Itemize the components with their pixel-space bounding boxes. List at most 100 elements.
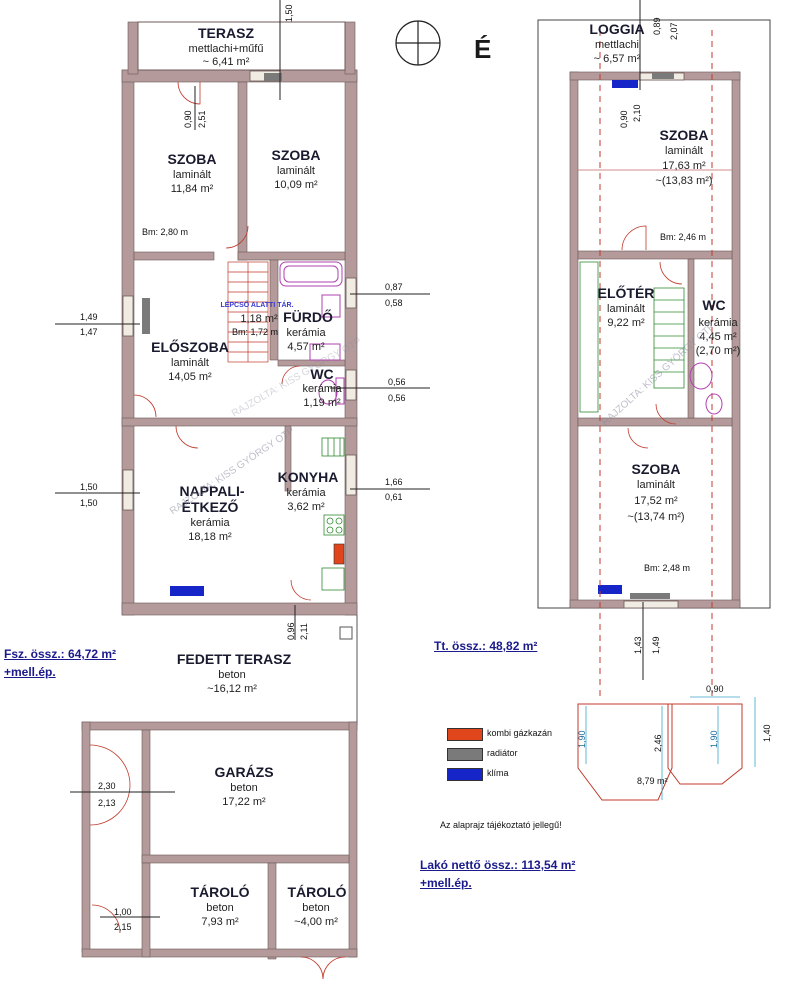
dim-label: 2,51 <box>197 110 207 128</box>
attic-stairs <box>579 261 685 413</box>
room-name-fedett-terasz: FEDETT TERASZ <box>176 651 292 667</box>
room-name-loggia: LOGGIA <box>589 21 645 37</box>
dim-label: 0,90 <box>183 110 193 128</box>
attic-total: Tt. össz.: 48,82 m² <box>434 639 538 653</box>
dim-label: 0,56 <box>388 377 406 387</box>
balcony-sketch <box>577 703 743 801</box>
room-material-konyha: kerámia <box>286 487 326 499</box>
dim-label: 1,50 <box>80 498 98 508</box>
legend-label-radiator: radiátor <box>487 748 518 758</box>
room-name-szoba-1: SZOBA <box>167 151 217 167</box>
room-area-attic-szoba-1: 17,63 m² <box>662 160 706 172</box>
room-material-terasz: mettlachi+műfű <box>188 43 264 55</box>
outbuilding-walls <box>81 721 358 960</box>
ground-ac-unit <box>170 586 204 596</box>
dim-label: 0,87 <box>385 282 403 292</box>
room-name-eloszoba: ELŐSZOBA <box>151 339 229 355</box>
room-name-konyha: KONYHA <box>277 469 339 485</box>
north-arrow <box>395 20 441 66</box>
room-area-szoba-2: 10,09 m² <box>274 179 318 191</box>
room-material-attic-szoba-2: laminált <box>637 479 675 491</box>
dim-label: 0,56 <box>388 393 406 403</box>
room-material-nappali: kerámia <box>190 517 230 529</box>
disclaimer-note: Az alaprajz tájékoztató jellegű! <box>440 820 562 830</box>
north-label: É <box>474 34 492 64</box>
dim-label: 2,11 <box>299 623 309 640</box>
room-area-lepcso: 1,18 m² <box>240 313 278 325</box>
dim-label: 2,13 <box>98 798 116 808</box>
room-name-szoba-2: SZOBA <box>271 147 321 163</box>
gas-boiler <box>333 543 345 565</box>
balcony-dimension-lines <box>585 696 756 800</box>
dim-label: 0,89 <box>652 17 662 35</box>
room-material-furdo: kerámia <box>286 327 326 339</box>
room-material-attic-szoba-1: laminált <box>665 145 703 157</box>
room-area-fedett-terasz: ~16,12 m² <box>207 683 257 695</box>
dim-label: 0,90 <box>619 110 629 128</box>
dim-label: 1,90 <box>709 730 719 748</box>
room-area-konyha: 3,62 m² <box>287 501 325 513</box>
room-name-lepcso: LÉPCSŐ ALATTI TÁR. <box>220 302 294 309</box>
room-area-eloszoba: 14,05 m² <box>168 371 212 383</box>
staircase <box>227 261 269 363</box>
room-name-attic-wc: WC <box>702 297 726 313</box>
room-material-eloter: laminált <box>607 303 645 315</box>
dim-label: 0,61 <box>385 492 403 502</box>
dim-label: 1,47 <box>80 327 98 337</box>
attic-radiator-2 <box>630 593 670 599</box>
ceiling-height-szoba: Bm: 2,80 m <box>142 227 189 237</box>
dim-label: 2,30 <box>98 781 116 791</box>
ground-radiator <box>142 298 150 334</box>
attic-ac-unit <box>612 80 638 88</box>
ceiling-height-attic-2: Bm: 2,48 m <box>644 563 691 573</box>
legend-label-boiler: kombi gázkazán <box>487 728 553 738</box>
ground-dimension-lines <box>55 0 430 918</box>
room-area-terasz: ~ 6,41 m² <box>202 56 250 68</box>
dim-label: 1,49 <box>651 636 661 654</box>
dim-label: 2,15 <box>114 922 132 932</box>
legend-swatch-radiator <box>447 748 483 761</box>
ground-doors <box>133 81 312 601</box>
room-name-attic-szoba-2: SZOBA <box>631 461 681 477</box>
room-area-attic-szoba-2: 17,52 m² <box>634 495 678 507</box>
attic-doors <box>621 225 683 449</box>
kitchen-fixtures <box>321 437 345 591</box>
dim-label: 0,58 <box>385 298 403 308</box>
bathroom-fixtures <box>279 261 345 405</box>
room-name-nappali-1: NAPPALI- <box>179 483 245 499</box>
attic-radiator <box>652 73 674 79</box>
dim-label: 0,90 <box>706 684 724 694</box>
room-area-garazs: 17,22 m² <box>222 796 266 808</box>
outbuilding-doors <box>89 744 346 980</box>
room-name-terasz: TERASZ <box>198 25 254 41</box>
dim-label: 2,46 <box>653 734 663 752</box>
attic-bath-fixtures <box>689 362 723 415</box>
dim-label: 1,49 <box>80 312 98 322</box>
room-area-eloter: 9,22 m² <box>607 317 645 329</box>
room-material-fedett-terasz: beton <box>218 669 246 681</box>
room-material-eloszoba: laminált <box>171 357 209 369</box>
room-area-tarolo-1: 7,93 m² <box>201 916 239 928</box>
room-material-wc: kerámia <box>302 383 342 395</box>
ceiling-height-lepcso: Bm: 1,72 m <box>232 327 279 337</box>
dim-label: 1,90 <box>577 730 587 748</box>
room-material-garazs: beton <box>230 782 258 794</box>
dim-label: 2,10 <box>632 104 642 122</box>
room-material-loggia: mettlachi <box>594 39 640 51</box>
room-name-eloter: ELŐTÉR <box>597 285 655 301</box>
balcony-area: 8,79 m² <box>637 776 668 786</box>
room-name-furdo: FÜRDŐ <box>283 309 333 325</box>
room-name-tarolo-2: TÁROLÓ <box>287 884 347 900</box>
room-name-attic-szoba-1: SZOBA <box>659 127 709 143</box>
dim-label: 0,96 <box>286 622 296 640</box>
room-name-wc: WC <box>310 366 334 382</box>
ground-radiator-2 <box>264 73 282 81</box>
room-area-wc: 1,19 m² <box>303 397 341 409</box>
legend-swatch-klima <box>447 768 483 781</box>
grand-total-extra: +mell.ép. <box>420 876 472 890</box>
room-material-szoba-1: laminált <box>173 169 211 181</box>
room-name-nappali-2: ÉTKEZŐ <box>181 499 239 515</box>
room-name-tarolo-1: TÁROLÓ <box>190 884 250 900</box>
room-material-szoba-2: laminált <box>277 165 315 177</box>
grand-total: Lakó nettő össz.: 113,54 m² <box>420 858 576 872</box>
